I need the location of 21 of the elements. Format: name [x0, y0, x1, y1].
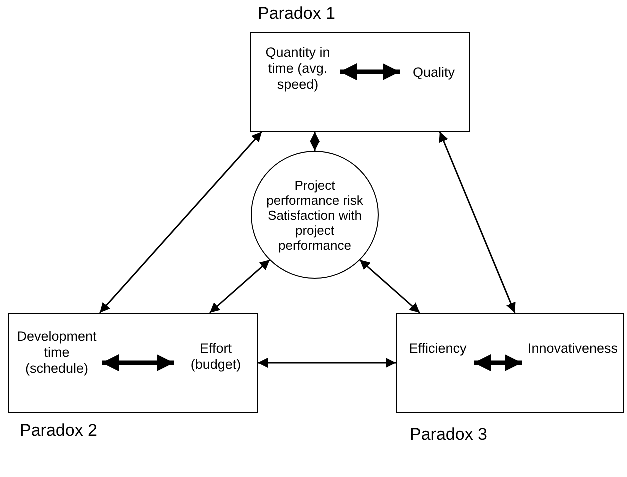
node-label: Quantity in time (avg. speed) — [257, 45, 339, 93]
node-label: Innovativeness — [525, 341, 621, 357]
paradox-heading: Paradox 2 — [20, 421, 98, 441]
arrow — [210, 259, 270, 314]
node-label: Development time (schedule) — [13, 329, 101, 377]
arrow — [99, 132, 263, 314]
circle-text: Project performance risk — [266, 178, 364, 208]
center-circle — [251, 151, 379, 279]
node-label: Effort (budget) — [177, 341, 255, 373]
paradox-heading: Paradox 1 — [258, 4, 336, 24]
arrow — [310, 132, 320, 151]
arrow — [360, 259, 420, 314]
node-label: Efficiency — [403, 341, 473, 357]
double-arrow — [102, 354, 174, 372]
circle-text: Satisfaction with project performance — [268, 208, 363, 252]
arrow — [439, 132, 516, 314]
node-label: Quality — [403, 65, 465, 81]
double-arrow — [474, 354, 522, 372]
paradox-heading: Paradox 3 — [410, 425, 488, 445]
double-arrow — [340, 64, 400, 80]
arrow — [258, 358, 396, 368]
